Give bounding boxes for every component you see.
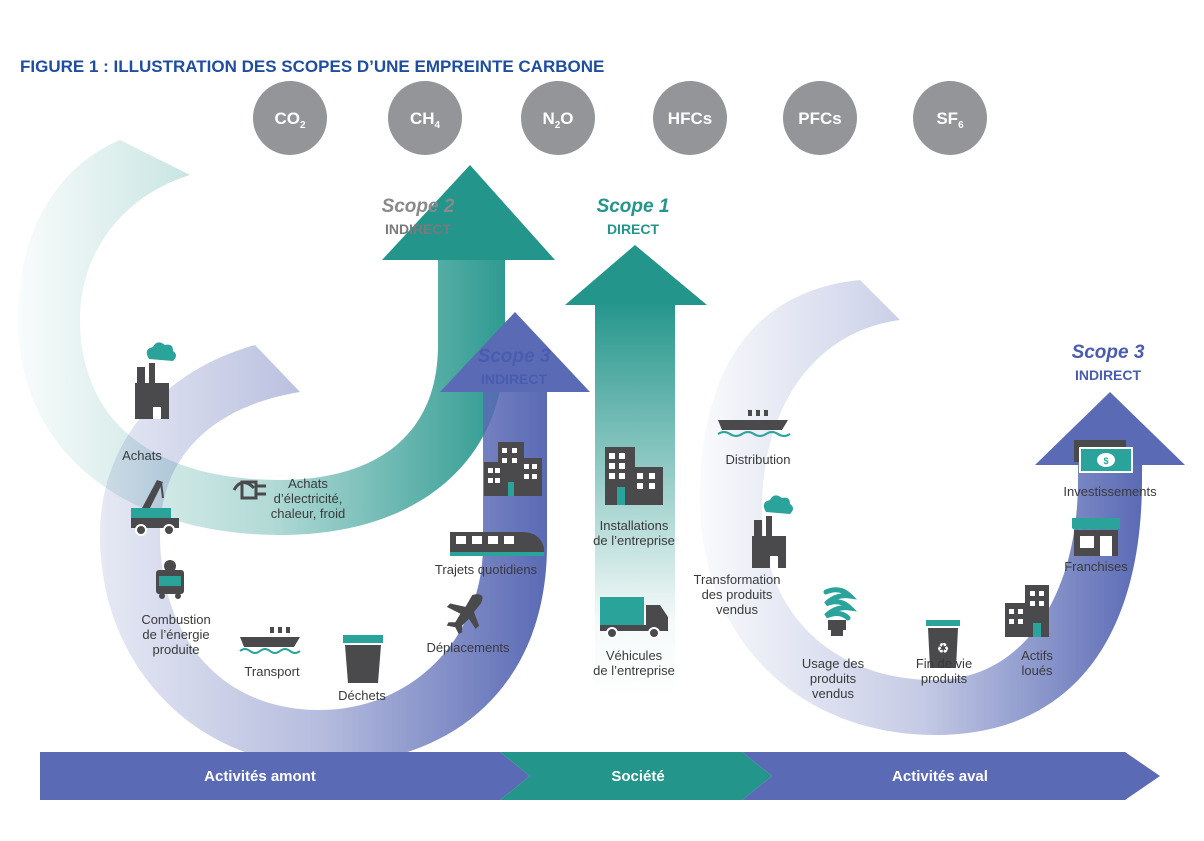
band-company [500,752,772,800]
storefront-icon [1072,518,1120,556]
band-upstream [40,752,530,800]
scope3-downstream-arrow-head [1035,392,1185,465]
scope3-upstream-type: INDIRECT [481,371,548,387]
gas-label: PFCs [798,109,841,128]
scope2-type: INDIRECT [385,221,452,237]
office-building-icon [605,447,663,505]
item-label: Investissements [1063,484,1157,499]
item-label: Achats [122,448,162,463]
gas-circle-shape [521,81,595,155]
item-label: Trajets quotidiens [435,562,538,577]
factory-smoke-icon [752,495,793,568]
gas-circle-shape [653,81,727,155]
gas-circle: PFCs [783,81,857,155]
gas-circle: HFCs [653,81,727,155]
item-label: Franchises [1064,559,1128,574]
factory-smoke-icon [135,342,176,419]
mine-cart-icon [156,560,184,599]
greenhouse-gases-row: CO2 CH4 N2O HFCs PFCs SF6 [253,81,987,155]
scope1-arrow-head [565,245,707,305]
band-downstream-label: Activités aval [892,768,988,785]
gas-label: CO2 [274,109,306,131]
band-company-label: Société [611,768,664,785]
scope2-swirl [18,140,525,535]
scope3-upstream-arrow-head [440,312,590,392]
scope2-arrow-head [382,165,555,260]
item-label: Déchets [338,688,386,703]
band-upstream-label: Activités amont [204,768,316,785]
cargo-ship-icon [239,627,301,654]
figure-title: FIGURE 1 : ILLUSTRATION DES SCOPES D’UNE… [20,57,604,76]
gas-circle-shape [783,81,857,155]
gas-circle-shape [388,81,462,155]
gas-circle-shape [253,81,327,155]
gas-circle: SF6 [913,81,987,155]
delivery-truck-icon [600,597,668,639]
light-bulb-icon [823,587,858,636]
gas-circle: CH4 [388,81,462,155]
airplane-icon [446,594,483,635]
gas-label: N2O [542,109,573,131]
buildings-icon [484,442,542,496]
waste-bin-icon [343,635,383,683]
scope2-name: Scope 2 [382,196,455,217]
gas-circle-shape [913,81,987,155]
gas-circle: N2O [521,81,595,155]
scope3-upstream-name: Scope 3 [478,346,551,367]
band-downstream [742,752,1160,800]
money-bills-icon: $ [1074,440,1133,473]
item-label: Déplacements [426,640,510,655]
gas-circle: CO2 [253,81,327,155]
svg-text:♻: ♻ [937,641,950,657]
train-icon [450,532,544,556]
item-label: Transport [244,664,300,679]
power-plug-icon [232,480,266,500]
scope3-downstream-type: INDIRECT [1075,367,1142,383]
cargo-ship-icon [717,410,791,437]
buildings-icon [1005,585,1049,637]
scope3-downstream-name: Scope 3 [1072,342,1145,363]
crane-truck-icon [131,480,179,536]
svg-text:$: $ [1103,456,1108,466]
scope1-type: DIRECT [607,221,660,237]
recycle-bin-icon: ♻ [926,620,960,668]
scope1-name: Scope 1 [597,196,670,217]
gas-label: SF6 [936,109,964,131]
item-label: Distribution [725,452,790,467]
gas-label: CH4 [410,109,441,131]
gas-label: HFCs [668,109,712,128]
